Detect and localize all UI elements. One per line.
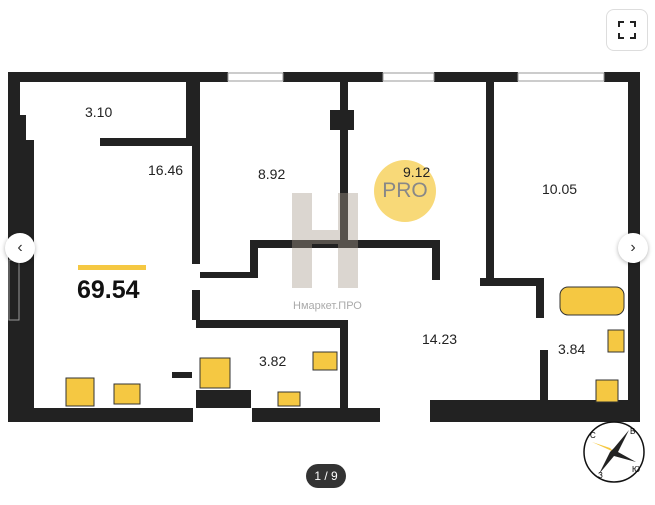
pro-badge: PRO bbox=[374, 160, 436, 222]
svg-text:З: З bbox=[598, 471, 603, 480]
total-area-bar bbox=[78, 265, 146, 270]
room-bedroom2-area: 9.12 bbox=[403, 164, 431, 180]
windows bbox=[8, 72, 605, 321]
image-pager: 1 / 9 bbox=[306, 464, 346, 488]
chevron-right-icon: › bbox=[630, 239, 636, 256]
watermark-text: Нмаркет.ПРО bbox=[293, 300, 362, 312]
next-image-button[interactable]: › bbox=[618, 233, 648, 263]
room-bedroom1-area: 8.92 bbox=[258, 166, 286, 182]
compass-icon: С В Ю З bbox=[583, 421, 645, 483]
room-hall-area: 14.23 bbox=[422, 331, 458, 347]
fullscreen-icon bbox=[618, 21, 636, 39]
room-bathroom1-area: 3.82 bbox=[259, 353, 287, 369]
svg-text:Ю: Ю bbox=[632, 465, 640, 474]
fixtures bbox=[65, 286, 625, 407]
room-bedroom3-area: 10.05 bbox=[542, 181, 578, 197]
prev-image-button[interactable]: ‹ bbox=[5, 233, 35, 263]
room-balcony-area: 3.10 bbox=[85, 104, 113, 120]
total-area: 69.54 bbox=[77, 276, 140, 304]
fullscreen-button[interactable] bbox=[606, 9, 648, 51]
room-bathroom2-area: 3.84 bbox=[558, 341, 586, 357]
svg-text:С: С bbox=[590, 431, 596, 440]
watermark-logo bbox=[292, 193, 358, 288]
chevron-left-icon: ‹ bbox=[17, 239, 23, 256]
walls bbox=[8, 72, 640, 422]
room-kitchen-area: 16.46 bbox=[148, 162, 184, 178]
svg-text:В: В bbox=[630, 427, 635, 436]
